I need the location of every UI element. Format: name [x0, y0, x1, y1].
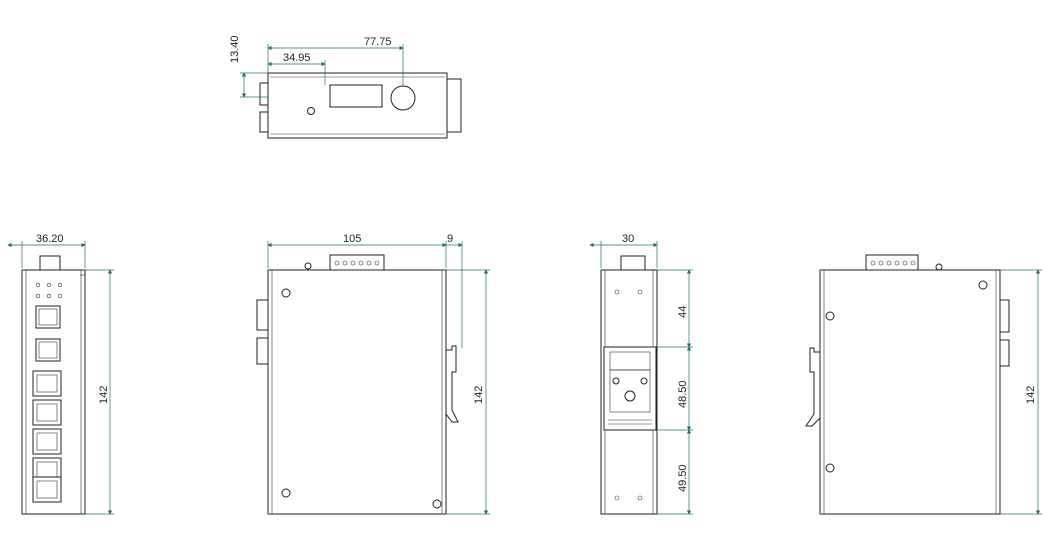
front-dim-height: 142 — [98, 386, 110, 404]
side-view-left: 105 9 142 — [256, 233, 490, 515]
sfp-port — [35, 305, 61, 329]
side-view-right: 142 — [805, 254, 1042, 515]
rj45-port-group — [32, 370, 62, 503]
terminal-block — [865, 254, 919, 271]
din-rail-bracket — [603, 346, 657, 431]
led-group — [35, 282, 63, 299]
rear-dim-width: 30 — [622, 233, 634, 245]
rear-dim-upper: 44 — [677, 306, 689, 318]
rear-view: 30 44 48.50 49.50 — [589, 233, 693, 515]
top-dim-b: 77.75 — [364, 36, 392, 48]
side-right-dim-height: 142 — [1025, 386, 1037, 404]
top-dim-a: 34.95 — [283, 52, 311, 64]
rear-dim-middle: 48.50 — [677, 380, 689, 408]
top-dim-height: 13.40 — [229, 35, 241, 63]
top-view: 13.40 34.95 77.75 — [229, 35, 462, 139]
front-dim-width: 36.20 — [36, 233, 64, 245]
terminal-block — [329, 254, 385, 271]
sfp-port — [35, 338, 61, 362]
rear-dim-lower: 49.50 — [677, 464, 689, 492]
side-left-dim-rail: 9 — [447, 233, 453, 245]
side-left-dim-height: 142 — [473, 386, 485, 404]
side-left-dim-width: 105 — [343, 233, 361, 245]
front-view: 36.20 142 — [7, 233, 114, 515]
